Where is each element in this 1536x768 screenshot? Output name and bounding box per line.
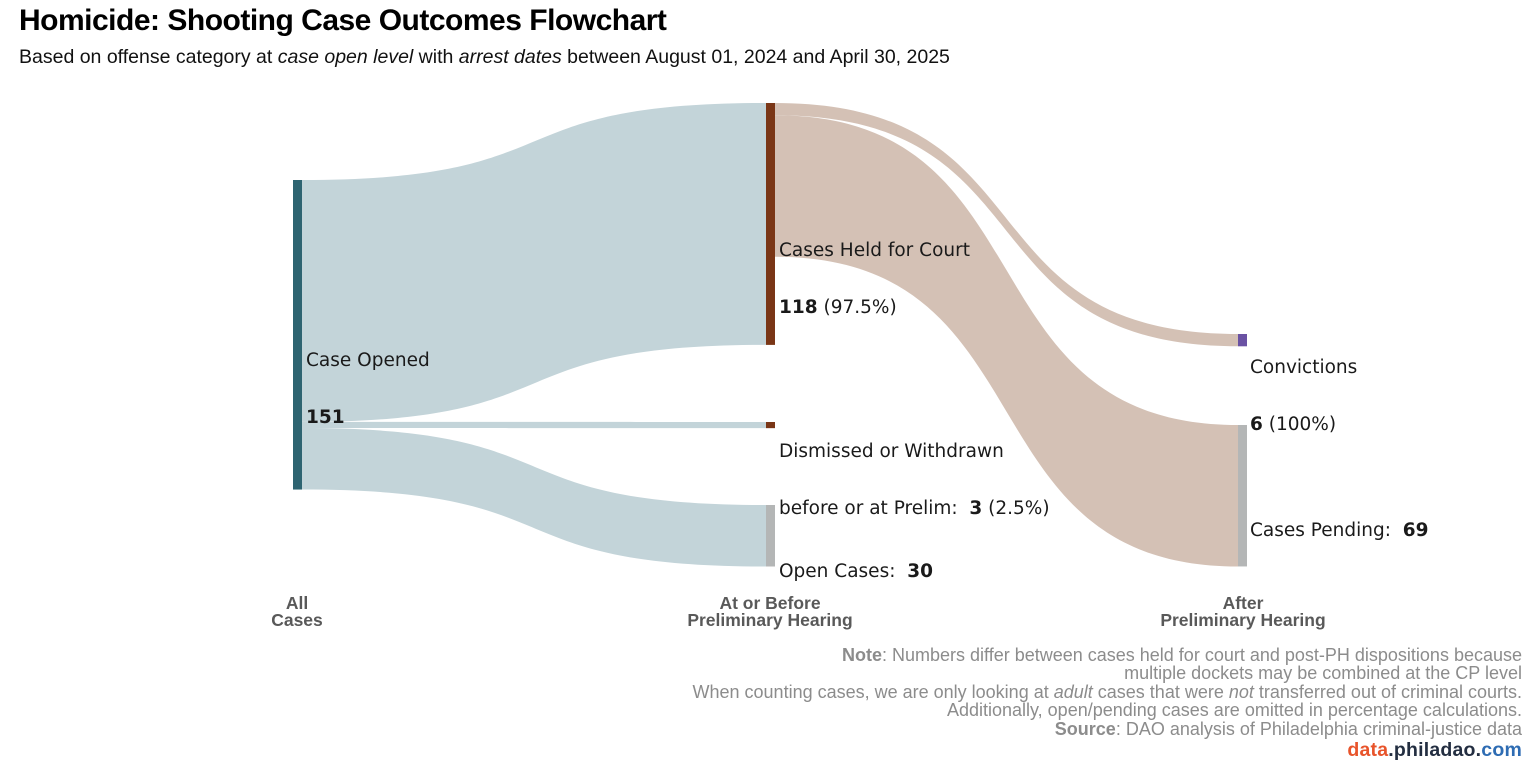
- note-text: When counting cases, we are only looking…: [692, 681, 1054, 702]
- node-dismissed: [766, 422, 775, 429]
- philadao-logo: data.philadao.com: [322, 739, 1522, 762]
- label-cases-held: Cases Held for Court 118 (97.5%): [779, 203, 970, 336]
- logo-dot: .: [1388, 739, 1394, 762]
- flow-held-to-pending: [775, 115, 1238, 567]
- stage-label-line: All: [285, 593, 309, 613]
- node-convictions: [1238, 334, 1247, 347]
- source-label: Source: [1054, 718, 1116, 739]
- subtitle-text: between August 01, 2024 and April 30, 20…: [561, 46, 950, 68]
- note-line-1: Note: Numbers differ between cases held …: [322, 646, 1522, 664]
- note-label: Note: [841, 645, 882, 665]
- label-dismissed-value: 3: [969, 498, 983, 519]
- footer-notes: Note: Numbers differ between cases held …: [322, 646, 1522, 762]
- label-cases-held-value: 118: [779, 297, 818, 318]
- label-open-cases-value: 30: [907, 561, 933, 582]
- label-convictions: Convictions 6 (100%): [1250, 320, 1357, 453]
- label-dismissed-line1: Dismissed or Withdrawn: [779, 441, 1004, 462]
- note-italic-not: not: [1228, 681, 1254, 702]
- logo-dot: .: [1475, 739, 1482, 762]
- logo-data: data: [1347, 739, 1389, 762]
- label-cases-held-name: Cases Held for Court: [779, 240, 970, 261]
- label-convictions-name: Convictions: [1250, 357, 1358, 378]
- label-dismissed-line2: before or at Prelim:: [779, 498, 970, 519]
- source-line: Source: DAO analysis of Philadelphia cri…: [322, 718, 1522, 739]
- subtitle-italic-arrest-dates: arrest dates: [458, 46, 562, 68]
- label-case-opened: Case Opened 151: [306, 313, 430, 446]
- label-open-cases: Open Cases: 30: [779, 524, 933, 600]
- note-line-4: Additionally, open/pending cases are omi…: [322, 701, 1522, 719]
- label-cases-pending: Cases Pending: 69: [1250, 483, 1429, 559]
- stage-label-at-or-before-ph: At or Before Preliminary Hearing: [590, 593, 950, 630]
- label-cases-pending-name: Cases Pending:: [1250, 520, 1403, 541]
- logo-philadao: philadao: [1393, 739, 1476, 762]
- flow-case_opened-to-dismissed: [302, 421, 766, 429]
- node-open: [766, 505, 775, 567]
- label-dismissed-pct: (2.5%): [982, 498, 1050, 519]
- page-title: Homicide: Shooting Case Outcomes Flowcha…: [19, 4, 667, 37]
- label-convictions-value: 6: [1250, 414, 1263, 435]
- stage-label-after-ph: After Preliminary Hearing: [1063, 593, 1423, 630]
- flow-case_opened-to-held: [302, 103, 766, 422]
- note-line-2: multiple dockets may be combined at the …: [322, 664, 1522, 682]
- label-convictions-pct: (100%): [1262, 414, 1337, 435]
- label-case-opened-value: 151: [306, 407, 345, 428]
- node-pending: [1238, 425, 1247, 567]
- stage-label-all-cases: All Cases: [117, 593, 477, 630]
- label-dismissed: Dismissed or Withdrawn before or at Prel…: [779, 404, 1050, 537]
- node-held: [766, 103, 775, 345]
- flow-held-to-convictions: [775, 103, 1238, 347]
- label-open-cases-name: Open Cases:: [779, 561, 908, 582]
- label-cases-pending-value: 69: [1402, 520, 1429, 541]
- label-cases-held-pct: (97.5%): [817, 297, 897, 318]
- note-italic-adult: adult: [1053, 681, 1093, 702]
- note-line-3: When counting cases, we are only looking…: [322, 683, 1522, 701]
- flow-case_opened-to-open: [302, 428, 766, 567]
- stage-label-line: Preliminary Hearing: [687, 610, 853, 630]
- node-case_opened: [293, 180, 302, 490]
- note-text: : Numbers differ between cases held for …: [881, 645, 1522, 665]
- stage-label-line: After: [1222, 593, 1264, 613]
- stage-label-line: Cases: [271, 610, 323, 630]
- note-text: transferred out of criminal courts.: [1253, 681, 1522, 702]
- note-text: multiple dockets may be combined at the …: [1124, 663, 1522, 684]
- note-text: Additionally, open/pending cases are omi…: [946, 700, 1522, 721]
- subtitle-italic-case-open-level: case open level: [277, 46, 414, 68]
- logo-com: com: [1481, 739, 1522, 762]
- source-text: : DAO analysis of Philadelphia criminal-…: [1115, 718, 1522, 739]
- note-text: cases that were: [1092, 681, 1229, 702]
- page-subtitle: Based on offense category at case open l…: [19, 46, 1419, 69]
- stage-label-line: Preliminary Hearing: [1160, 610, 1326, 630]
- subtitle-text: Based on offense category at: [19, 46, 278, 68]
- subtitle-text: with: [413, 46, 459, 68]
- label-case-opened-name: Case Opened: [306, 350, 430, 371]
- stage-label-line: At or Before: [719, 593, 821, 613]
